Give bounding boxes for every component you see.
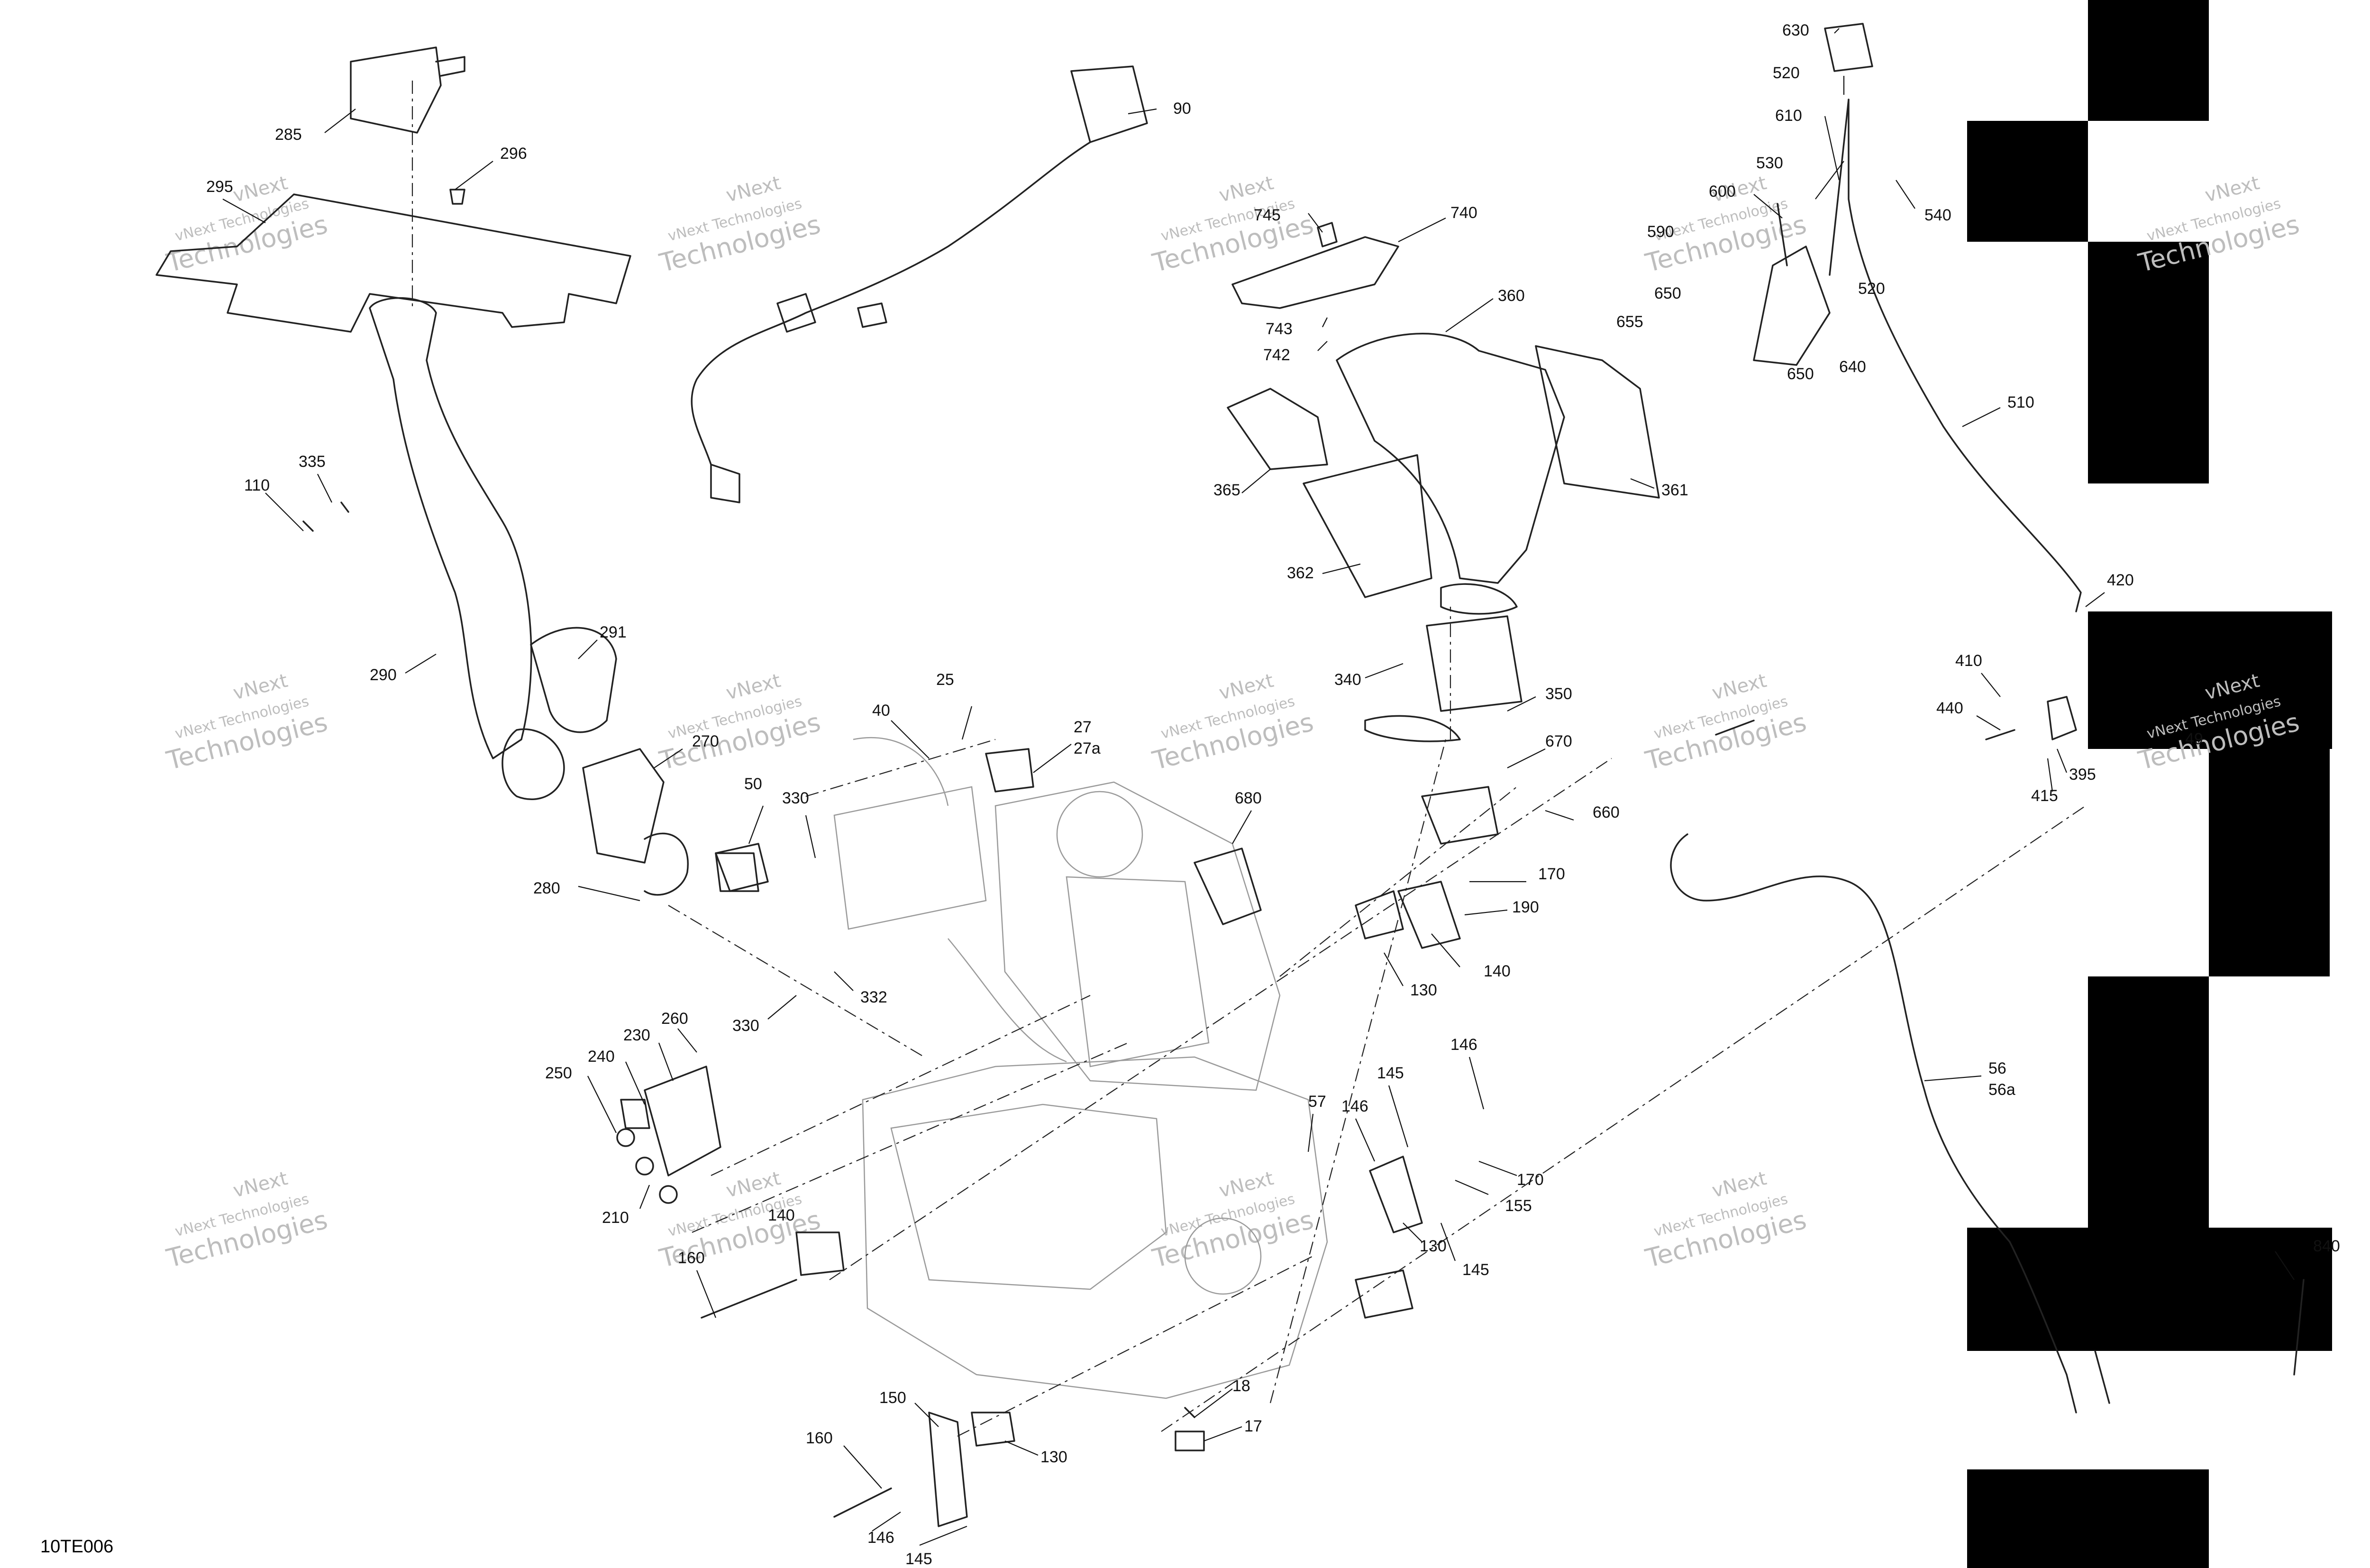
callout-146: 146: [1341, 1097, 1368, 1115]
callout-57: 57: [1308, 1093, 1326, 1111]
callout-330: 330: [782, 789, 809, 807]
callout-340: 340: [1334, 671, 1361, 689]
callout-146: 146: [867, 1529, 894, 1547]
callout-50: 50: [744, 775, 762, 793]
diagram-code: 10TE006: [40, 1537, 113, 1557]
callout-25: 25: [936, 671, 954, 689]
callout-280: 280: [533, 879, 560, 897]
callout-660: 660: [1593, 803, 1620, 821]
callout-742: 742: [1263, 346, 1290, 364]
engine-mounts: [616, 748, 1499, 1527]
callout-40: 40: [872, 702, 890, 720]
callout-410: 410: [1955, 652, 1982, 670]
callout-146: 146: [1450, 1036, 1477, 1054]
callout-18: 18: [1232, 1377, 1250, 1395]
callout-530: 530: [1756, 154, 1783, 172]
callout-285: 285: [275, 126, 302, 144]
callout-335: 335: [299, 453, 326, 471]
callout-362: 362: [1287, 564, 1314, 582]
assembly-lines: [411, 81, 2086, 1437]
callout-240: 240: [588, 1048, 615, 1066]
callout-655: 655: [1616, 313, 1643, 331]
callout-130: 130: [1410, 981, 1437, 999]
callout-420: 420: [2107, 571, 2134, 589]
callout-labels: 285 296 295 335 110 290 291 270 280 90 7…: [206, 21, 2340, 1568]
callout-670: 670: [1545, 732, 1572, 750]
callout-160: 160: [678, 1249, 705, 1267]
callout-540: 540: [1924, 206, 1951, 224]
callout-150: 150: [879, 1389, 906, 1407]
callout-296: 296: [500, 145, 527, 163]
callout-145: 145: [905, 1550, 932, 1568]
intake-duct-parts: [1227, 222, 1660, 742]
callout-395: 395: [2069, 766, 2096, 784]
callout-291: 291: [600, 623, 627, 641]
callout-360: 360: [1498, 287, 1525, 305]
callout-745: 745: [1254, 206, 1281, 224]
callout-110: 110: [244, 476, 270, 494]
callout-145: 145: [1377, 1064, 1404, 1082]
callout-130: 130: [1040, 1448, 1067, 1466]
callout-190: 190: [1512, 898, 1539, 916]
shift-linkage: [1670, 23, 2305, 1413]
leader-lines: [222, 28, 2295, 1546]
callout-210: 210: [602, 1209, 629, 1227]
callout-295: 295: [206, 178, 233, 196]
wiring-harness: [691, 65, 1148, 503]
callout-90: 90: [1173, 100, 1191, 118]
callout-520: 520: [1773, 64, 1800, 82]
callout-140: 140: [1484, 962, 1511, 980]
callout-27a: 27a: [1074, 739, 1101, 757]
callout-332: 332: [860, 988, 887, 1006]
callout-27: 27: [1074, 718, 1092, 736]
callout-630: 630: [1782, 21, 1809, 39]
callout-590: 590: [1647, 223, 1674, 241]
callout-610: 610: [1775, 107, 1802, 125]
callout-640: 640: [1839, 358, 1866, 376]
callout-680: 680: [1235, 789, 1262, 807]
callout-350: 350: [1545, 685, 1572, 703]
redaction-blocks: [1967, 0, 2332, 1568]
callout-743: 743: [1266, 320, 1293, 338]
callout-56a: 56a: [1988, 1081, 2015, 1099]
callout-49: 49: [2185, 730, 2203, 748]
watermark-grid: vNext vNext Technologies Technologies vN…: [163, 172, 2302, 1274]
callout-170: 170: [1538, 865, 1565, 883]
callout-330: 330: [732, 1017, 759, 1035]
callout-260: 260: [661, 1010, 688, 1028]
callout-740: 740: [1450, 204, 1477, 222]
callout-250: 250: [545, 1064, 572, 1082]
air-intake-parts: [155, 46, 759, 896]
callout-365: 365: [1213, 481, 1240, 499]
callout-650: 650: [1654, 284, 1681, 302]
callout-415: 415: [2031, 787, 2058, 805]
callout-510: 510: [2007, 393, 2034, 411]
callout-160: 160: [806, 1429, 833, 1447]
callout-361: 361: [1661, 481, 1688, 499]
callout-840: 840: [2313, 1237, 2340, 1255]
callout-650: 650: [1787, 365, 1814, 383]
callout-520: 520: [1858, 280, 1885, 298]
callout-290: 290: [370, 666, 397, 684]
callout-130: 130: [1420, 1237, 1447, 1255]
callout-270: 270: [692, 732, 719, 750]
engine-block: [833, 737, 1328, 1399]
callout-155: 155: [1505, 1197, 1532, 1215]
callout-56: 56: [1988, 1059, 2006, 1077]
callout-440: 440: [1936, 699, 1963, 717]
callout-170: 170: [1517, 1171, 1544, 1189]
callout-17: 17: [1244, 1417, 1262, 1435]
callout-140: 140: [768, 1206, 795, 1224]
callout-145: 145: [1462, 1261, 1489, 1279]
callout-600: 600: [1709, 182, 1736, 201]
callout-230: 230: [623, 1026, 650, 1044]
